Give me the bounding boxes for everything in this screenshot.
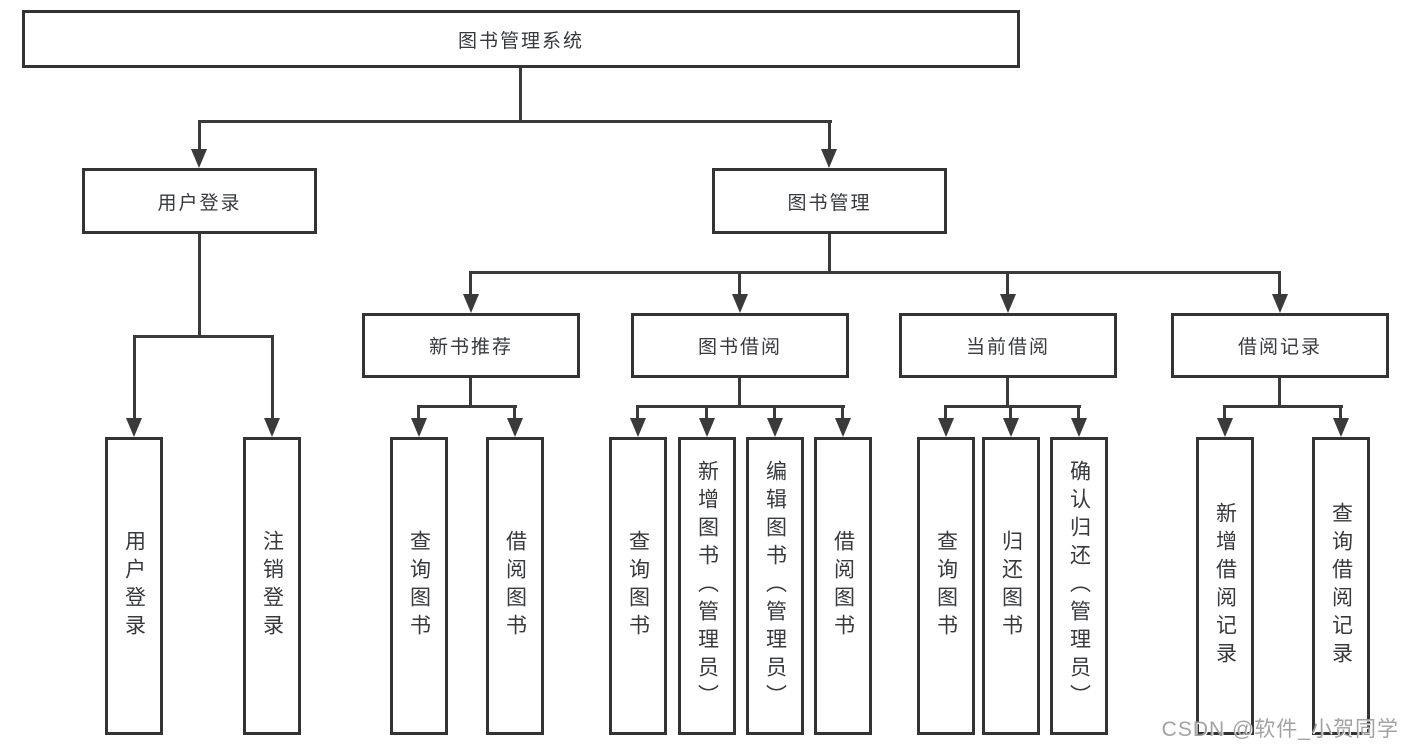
edge-arrow (411, 418, 427, 437)
leaf-label: 查询图书 (626, 530, 650, 642)
edge-line (1223, 405, 1226, 420)
edge-arrow (463, 294, 479, 313)
edge-arrow (699, 418, 715, 437)
watermark: CSDN @软件_小贺同学 (1161, 718, 1399, 741)
edge-line (636, 405, 845, 408)
edge-arrow (1071, 418, 1087, 437)
edge-arrow (835, 418, 851, 437)
edge-line (1006, 378, 1009, 408)
edge-arrow (1217, 418, 1233, 437)
edge-line (738, 271, 741, 297)
edge-line (1278, 378, 1281, 408)
node-book-management: 图书管理 (712, 168, 947, 234)
edge-line (1223, 405, 1343, 408)
leaf-return-book: 归还图书 (982, 437, 1040, 735)
edge-line (198, 234, 201, 337)
edge-arrow (1000, 294, 1016, 313)
leaf-logout: 注销登录 (243, 437, 301, 735)
leaf-add-book-admin: 新增图书（管理员） (678, 437, 736, 735)
leaf-borrow-books-recommend: 借阅图书 (486, 437, 544, 735)
edge-line (773, 405, 776, 420)
edge-line (1006, 271, 1009, 297)
leaf-label: 查询借阅记录 (1329, 502, 1353, 670)
edge-line (417, 405, 420, 420)
edge-arrow (126, 418, 142, 437)
edge-line (1278, 271, 1281, 297)
edge-line (469, 271, 1281, 274)
edge-line (705, 405, 708, 420)
leaf-label: 新增借阅记录 (1213, 502, 1237, 670)
edge-line (944, 405, 947, 420)
leaf-label: 确认归还（管理员） (1067, 460, 1091, 712)
leaf-label: 注销登录 (260, 530, 284, 642)
node-root: 图书管理系统 (22, 10, 1020, 68)
leaf-label: 编辑图书（管理员） (763, 460, 787, 712)
leaf-edit-book-admin: 编辑图书（管理员） (746, 437, 804, 735)
leaf-label: 借阅图书 (503, 530, 527, 642)
edge-arrow (1272, 294, 1288, 313)
leaf-add-borrow-record: 新增借阅记录 (1196, 437, 1254, 735)
edge-line (828, 234, 831, 274)
edge-line (1009, 405, 1012, 420)
edge-line (198, 120, 201, 151)
leaf-query-books-borrowing: 查询图书 (609, 437, 667, 735)
edge-line (133, 335, 136, 420)
leaf-query-books-recommend: 查询图书 (390, 437, 448, 735)
leaf-query-books-current: 查询图书 (917, 437, 975, 735)
edge-arrow (191, 149, 207, 168)
leaf-borrow-books-borrowing: 借阅图书 (814, 437, 872, 735)
edge-arrow (1003, 418, 1019, 437)
edge-line (944, 405, 1081, 408)
leaf-query-borrow-record: 查询借阅记录 (1312, 437, 1370, 735)
node-new-book-recommend: 新书推荐 (362, 313, 580, 378)
leaf-label: 查询图书 (934, 530, 958, 642)
edge-line (417, 405, 517, 408)
edge-line (1339, 405, 1342, 420)
leaf-label: 查询图书 (407, 530, 431, 642)
edge-line (738, 378, 741, 408)
edge-line (133, 335, 274, 338)
edge-arrow (732, 294, 748, 313)
edge-arrow (630, 418, 646, 437)
node-current-borrowing: 当前借阅 (899, 313, 1117, 378)
edge-arrow (1333, 418, 1349, 437)
edge-arrow (767, 418, 783, 437)
edge-line (519, 68, 522, 122)
edge-line (469, 378, 472, 408)
node-borrowing-records: 借阅记录 (1171, 313, 1389, 378)
leaf-label: 新增图书（管理员） (695, 460, 719, 712)
edge-arrow (821, 149, 837, 168)
edge-arrow (264, 418, 280, 437)
leaf-user-login: 用户登录 (105, 437, 163, 735)
leaf-label: 归还图书 (999, 530, 1023, 642)
node-book-borrowing: 图书借阅 (631, 313, 849, 378)
node-user-login: 用户登录 (82, 168, 317, 234)
edge-line (469, 271, 472, 297)
edge-line (1077, 405, 1080, 420)
edge-line (828, 120, 831, 151)
edge-line (198, 120, 832, 123)
edge-line (513, 405, 516, 420)
leaf-label: 借阅图书 (831, 530, 855, 642)
edge-arrow (507, 418, 523, 437)
edge-line (841, 405, 844, 420)
leaf-confirm-return-admin: 确认归还（管理员） (1050, 437, 1108, 735)
edge-line (271, 335, 274, 420)
edge-arrow (938, 418, 954, 437)
edge-line (636, 405, 639, 420)
leaf-label: 用户登录 (122, 530, 146, 642)
